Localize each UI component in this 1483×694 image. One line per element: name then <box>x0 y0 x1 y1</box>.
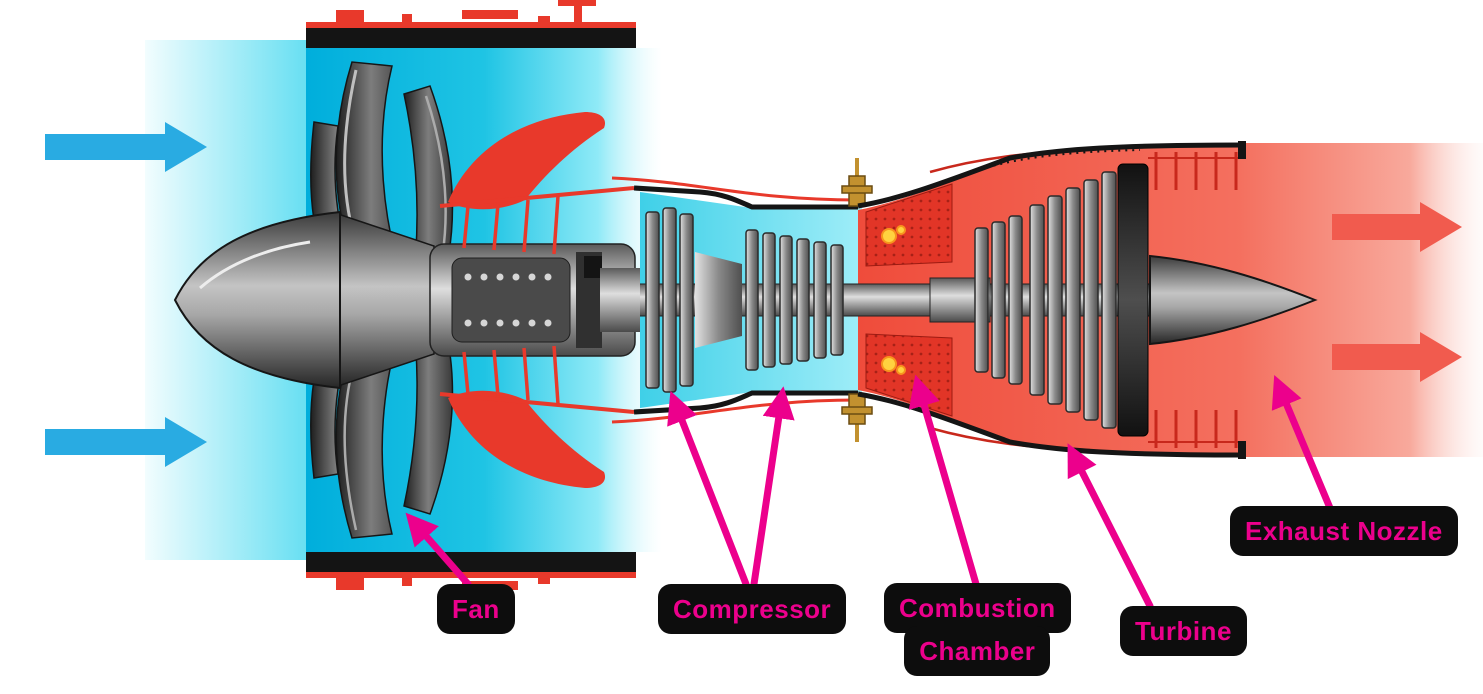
label-combustion-chamber: Combustion Chamber <box>884 583 1071 676</box>
label-compressor: Compressor <box>658 584 847 634</box>
exhaust-arrow-top <box>1332 202 1462 252</box>
label-pointer-arrows <box>405 374 1334 610</box>
pointer-turbine <box>1067 443 1154 610</box>
pointer-combustion-chamber <box>908 374 980 588</box>
flow-arrows <box>45 122 1462 467</box>
pointer-exhaust-nozzle <box>1271 374 1334 512</box>
label-fan: Fan <box>437 584 515 634</box>
flame-sparks <box>881 225 906 375</box>
label-exhaust-nozzle: Exhaust Nozzle <box>1230 506 1458 556</box>
label-turbine: Turbine <box>1120 606 1247 656</box>
turbine-section <box>974 163 1149 437</box>
core-cowl-red-frame <box>439 112 635 488</box>
intake-arrow-bottom <box>45 417 207 467</box>
label-combustion-line1: Combustion <box>884 583 1071 633</box>
compressor-section <box>611 176 859 424</box>
turbine-rear-disc <box>1117 163 1149 437</box>
exhaust-cone <box>1149 254 1318 346</box>
exhaust-arrow-bottom <box>1332 332 1462 382</box>
pointer-compressor-left <box>667 390 750 588</box>
spinner-cone <box>173 210 435 390</box>
exhaust-nozzle-section <box>857 141 1318 459</box>
intake-arrow-top <box>45 122 207 172</box>
pointer-compressor-right <box>750 386 795 588</box>
fuel-injector-fittings <box>841 158 873 442</box>
pointer-fan <box>405 512 472 588</box>
label-combustion-line2: Chamber <box>904 626 1051 676</box>
